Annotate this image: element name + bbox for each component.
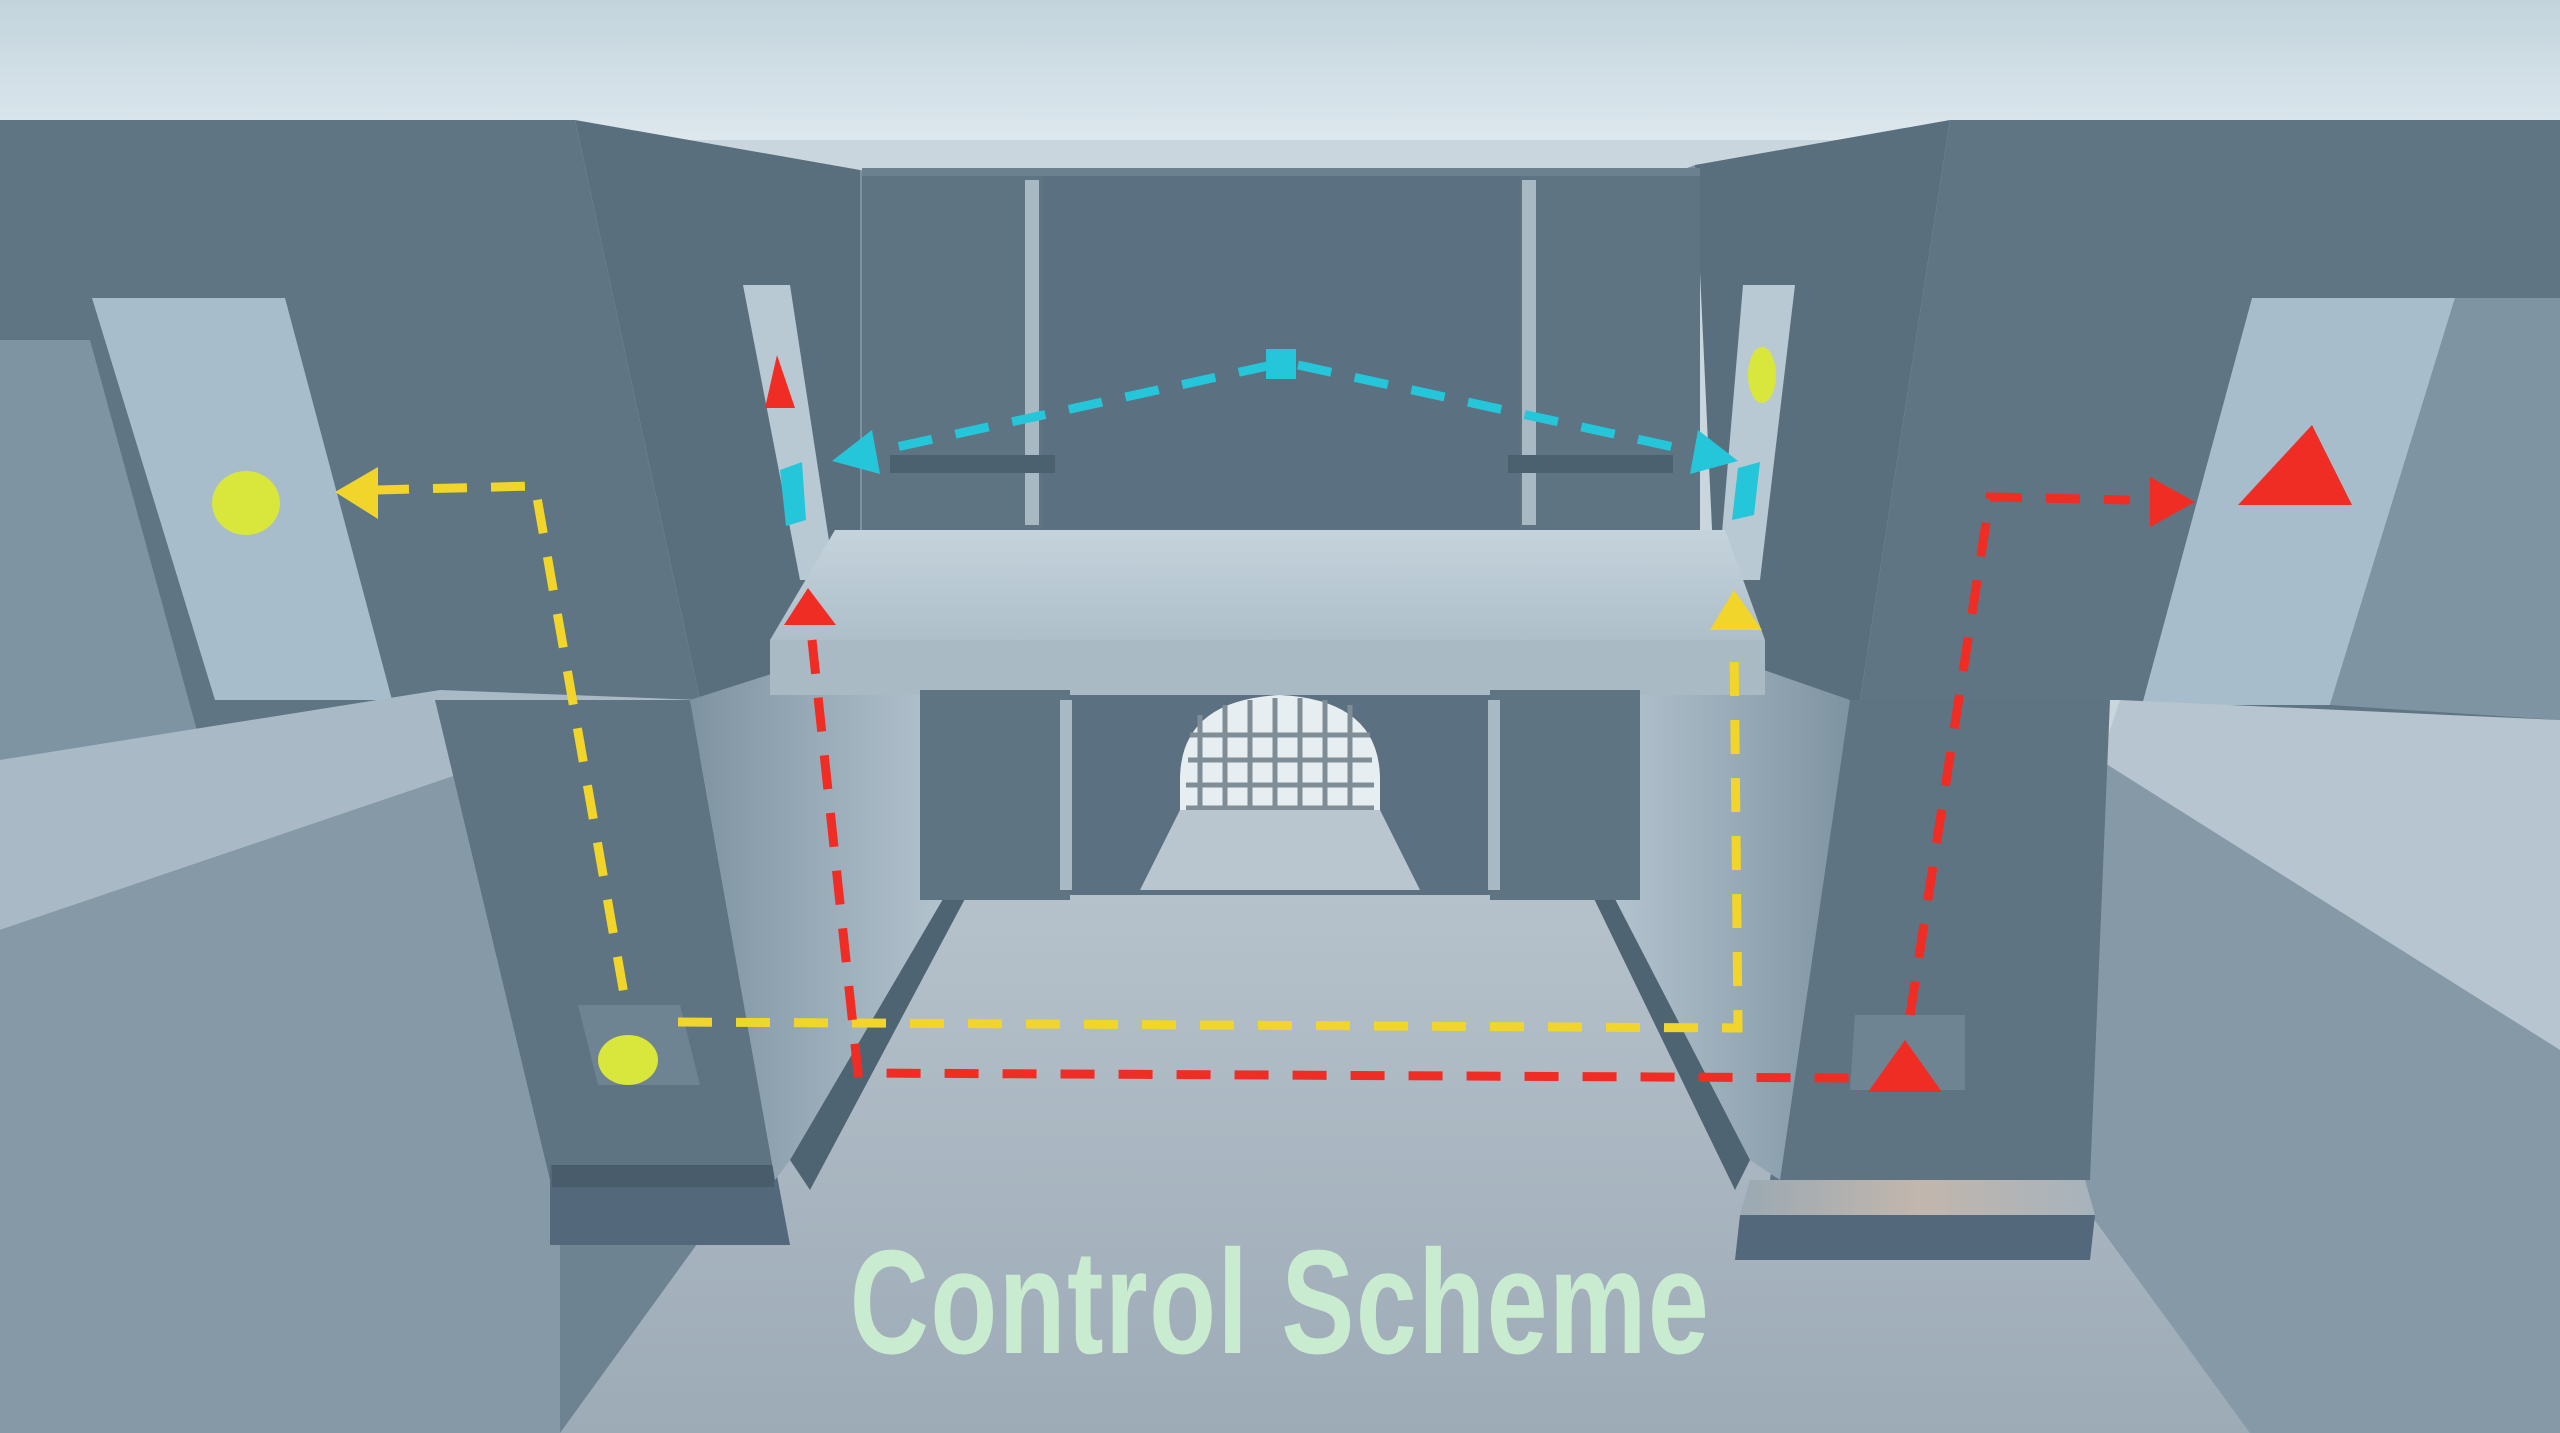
back-left-column-edge [1025, 180, 1039, 525]
lower-left-column-edge [1060, 700, 1072, 890]
red-triangle-symbol-right-door [2238, 425, 2352, 505]
left-corridor-wall [690, 620, 960, 1180]
red-path [807, 492, 2131, 1083]
right-side-face [2330, 298, 2560, 720]
left-side-face [0, 340, 205, 800]
cyan-square-symbol-right-narrow-door [1732, 462, 1760, 520]
lower-right-column-edge [1488, 700, 1500, 890]
sky [0, 0, 2560, 140]
right-low-wall-top [2100, 700, 2560, 1050]
cyan-path [859, 360, 1711, 460]
red-arrowhead-up [784, 588, 836, 625]
right-pillar-base [1735, 1215, 2095, 1260]
back-right-column-edge [1522, 180, 1536, 525]
right-pillar-plate [1740, 1180, 2095, 1215]
yellow-circle-symbol-right-narrow-door [1748, 347, 1776, 403]
yellow-arrowhead-left [335, 467, 378, 519]
cyan-arrowhead-left [832, 430, 880, 474]
control-scheme-caption: Control Scheme [849, 1220, 1711, 1385]
left-low-wall-front [0, 740, 560, 1433]
portcullis-grate [1186, 698, 1374, 811]
left-corridor-trim [790, 870, 975, 1190]
red-triangle-symbol-left-narrow-door [765, 355, 795, 408]
cyan-square-symbol-left-narrow-door [780, 462, 806, 526]
cyan-square-source [1266, 349, 1296, 379]
gate-floor [1140, 810, 1420, 890]
left-narrow-door [743, 285, 835, 580]
bridge-front [770, 640, 1765, 695]
right-low-wall-front [2080, 760, 2560, 1433]
back-right-column [1520, 170, 1700, 535]
back-right-cap [1508, 455, 1673, 473]
back-left-cap [890, 455, 1055, 473]
lower-left-column [920, 690, 1070, 900]
right-corridor-wall [1600, 620, 1850, 1180]
left-pillar-upper [575, 120, 860, 700]
yellow-arrowhead-up [1710, 590, 1762, 630]
yellow-circle-symbol-left-door [212, 471, 280, 535]
bridge-top [770, 530, 1765, 640]
back-wall-top-edge [862, 168, 1700, 176]
yellow-path [374, 481, 1743, 1033]
cyan-arrowhead-right [1690, 430, 1738, 474]
red-arrowhead-right [2150, 477, 2195, 527]
red-triangle-symbol-switch [1868, 1040, 1942, 1092]
lower-right-column [1490, 690, 1640, 900]
back-left-column [862, 170, 1042, 535]
yellow-circle-symbol-switch [598, 1035, 658, 1085]
left-pillar-base-top [552, 1165, 774, 1187]
